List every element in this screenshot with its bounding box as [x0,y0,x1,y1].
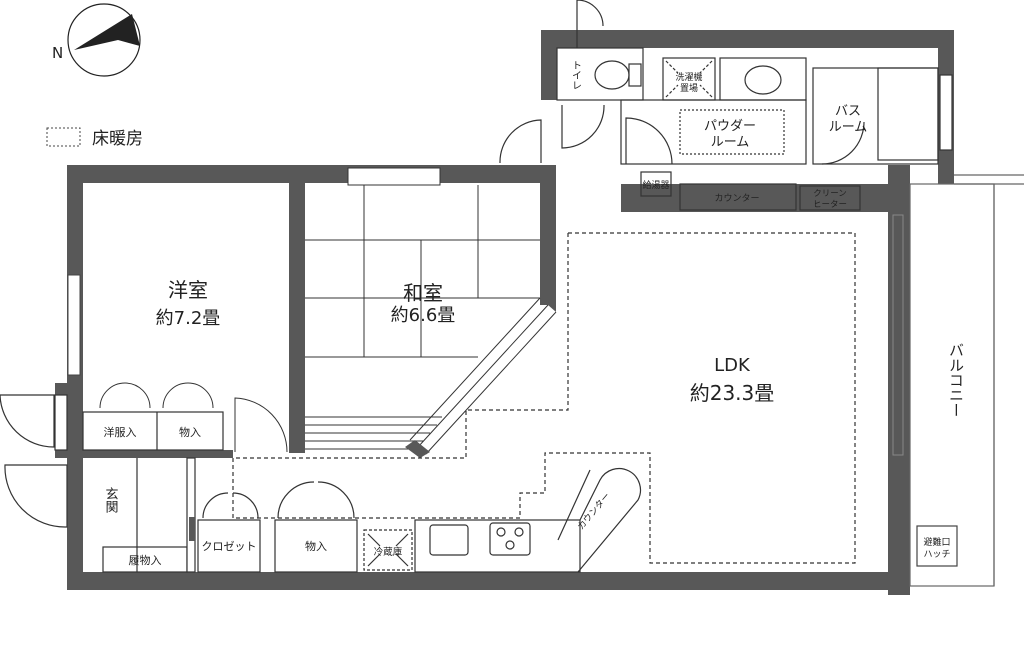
entrance-label: 玄関 [103,487,119,514]
escape-hatch [916,525,958,567]
clothes-closet-label: 洋服入 [104,425,137,439]
japanese-room-name: 和室 [403,281,443,305]
japanese-room [305,167,557,458]
bathroom-label-2: ルーム [829,120,868,135]
powder-room-label-2: ルーム [711,135,750,150]
western-room-name: 洋室 [168,278,208,302]
toilet-label: トイレ [570,60,582,90]
clean-heater-label-2: ヒーター [813,200,847,210]
western-room [67,274,288,453]
legend-floor-heating-label: 床暖房 [92,129,143,149]
powder-room-label-1: パウダー [704,119,756,134]
entrance [0,394,413,573]
bathroom-label-1: バス [835,104,861,119]
balcony [892,174,1024,587]
compass-needle-icon [74,14,140,50]
washer-label-2: 置場 [680,82,698,94]
counter-top-label: カウンター [714,193,759,204]
balcony-label: バルコニー [947,343,965,418]
fridge-label: 冷蔵庫 [374,546,403,558]
compass-north-label: N [52,44,63,62]
washer-label-1: 洗濯機 [675,71,702,83]
hall-storage-label: 物入 [305,539,327,553]
ldk-size: 約23.3畳 [690,381,775,405]
toilet-bowl-icon [594,60,630,90]
western-room-size: 約7.2畳 [156,308,221,329]
closet-label: クロゼット [202,540,257,553]
kitchen-counter [414,467,642,573]
kitchen-counter-label: カウンター [575,491,612,533]
japanese-room-size: 約6.6畳 [391,305,456,326]
compass: N [52,3,141,77]
escape-hatch-label-1: 避難口 [923,536,950,548]
water-heater-label: 給湯器 [642,179,669,191]
clean-heater-label-1: クリーン [813,189,847,199]
shoe-closet-label: 履物入 [129,553,162,567]
western-storage-label: 物入 [179,425,201,439]
legend: 床暖房 [46,127,143,149]
floor-heating-zones [232,232,856,564]
floor-heating-swatch [46,127,81,147]
ldk-name: LDK [714,355,751,376]
wet-area [499,0,953,211]
washbasin-icon [744,65,782,95]
labels: 洋室 約7.2畳 和室 約6.6畳 LDK 約23.3畳 バルコニー 玄関 トイ… [103,60,966,567]
escape-hatch-label-2: ハッチ [923,549,950,560]
